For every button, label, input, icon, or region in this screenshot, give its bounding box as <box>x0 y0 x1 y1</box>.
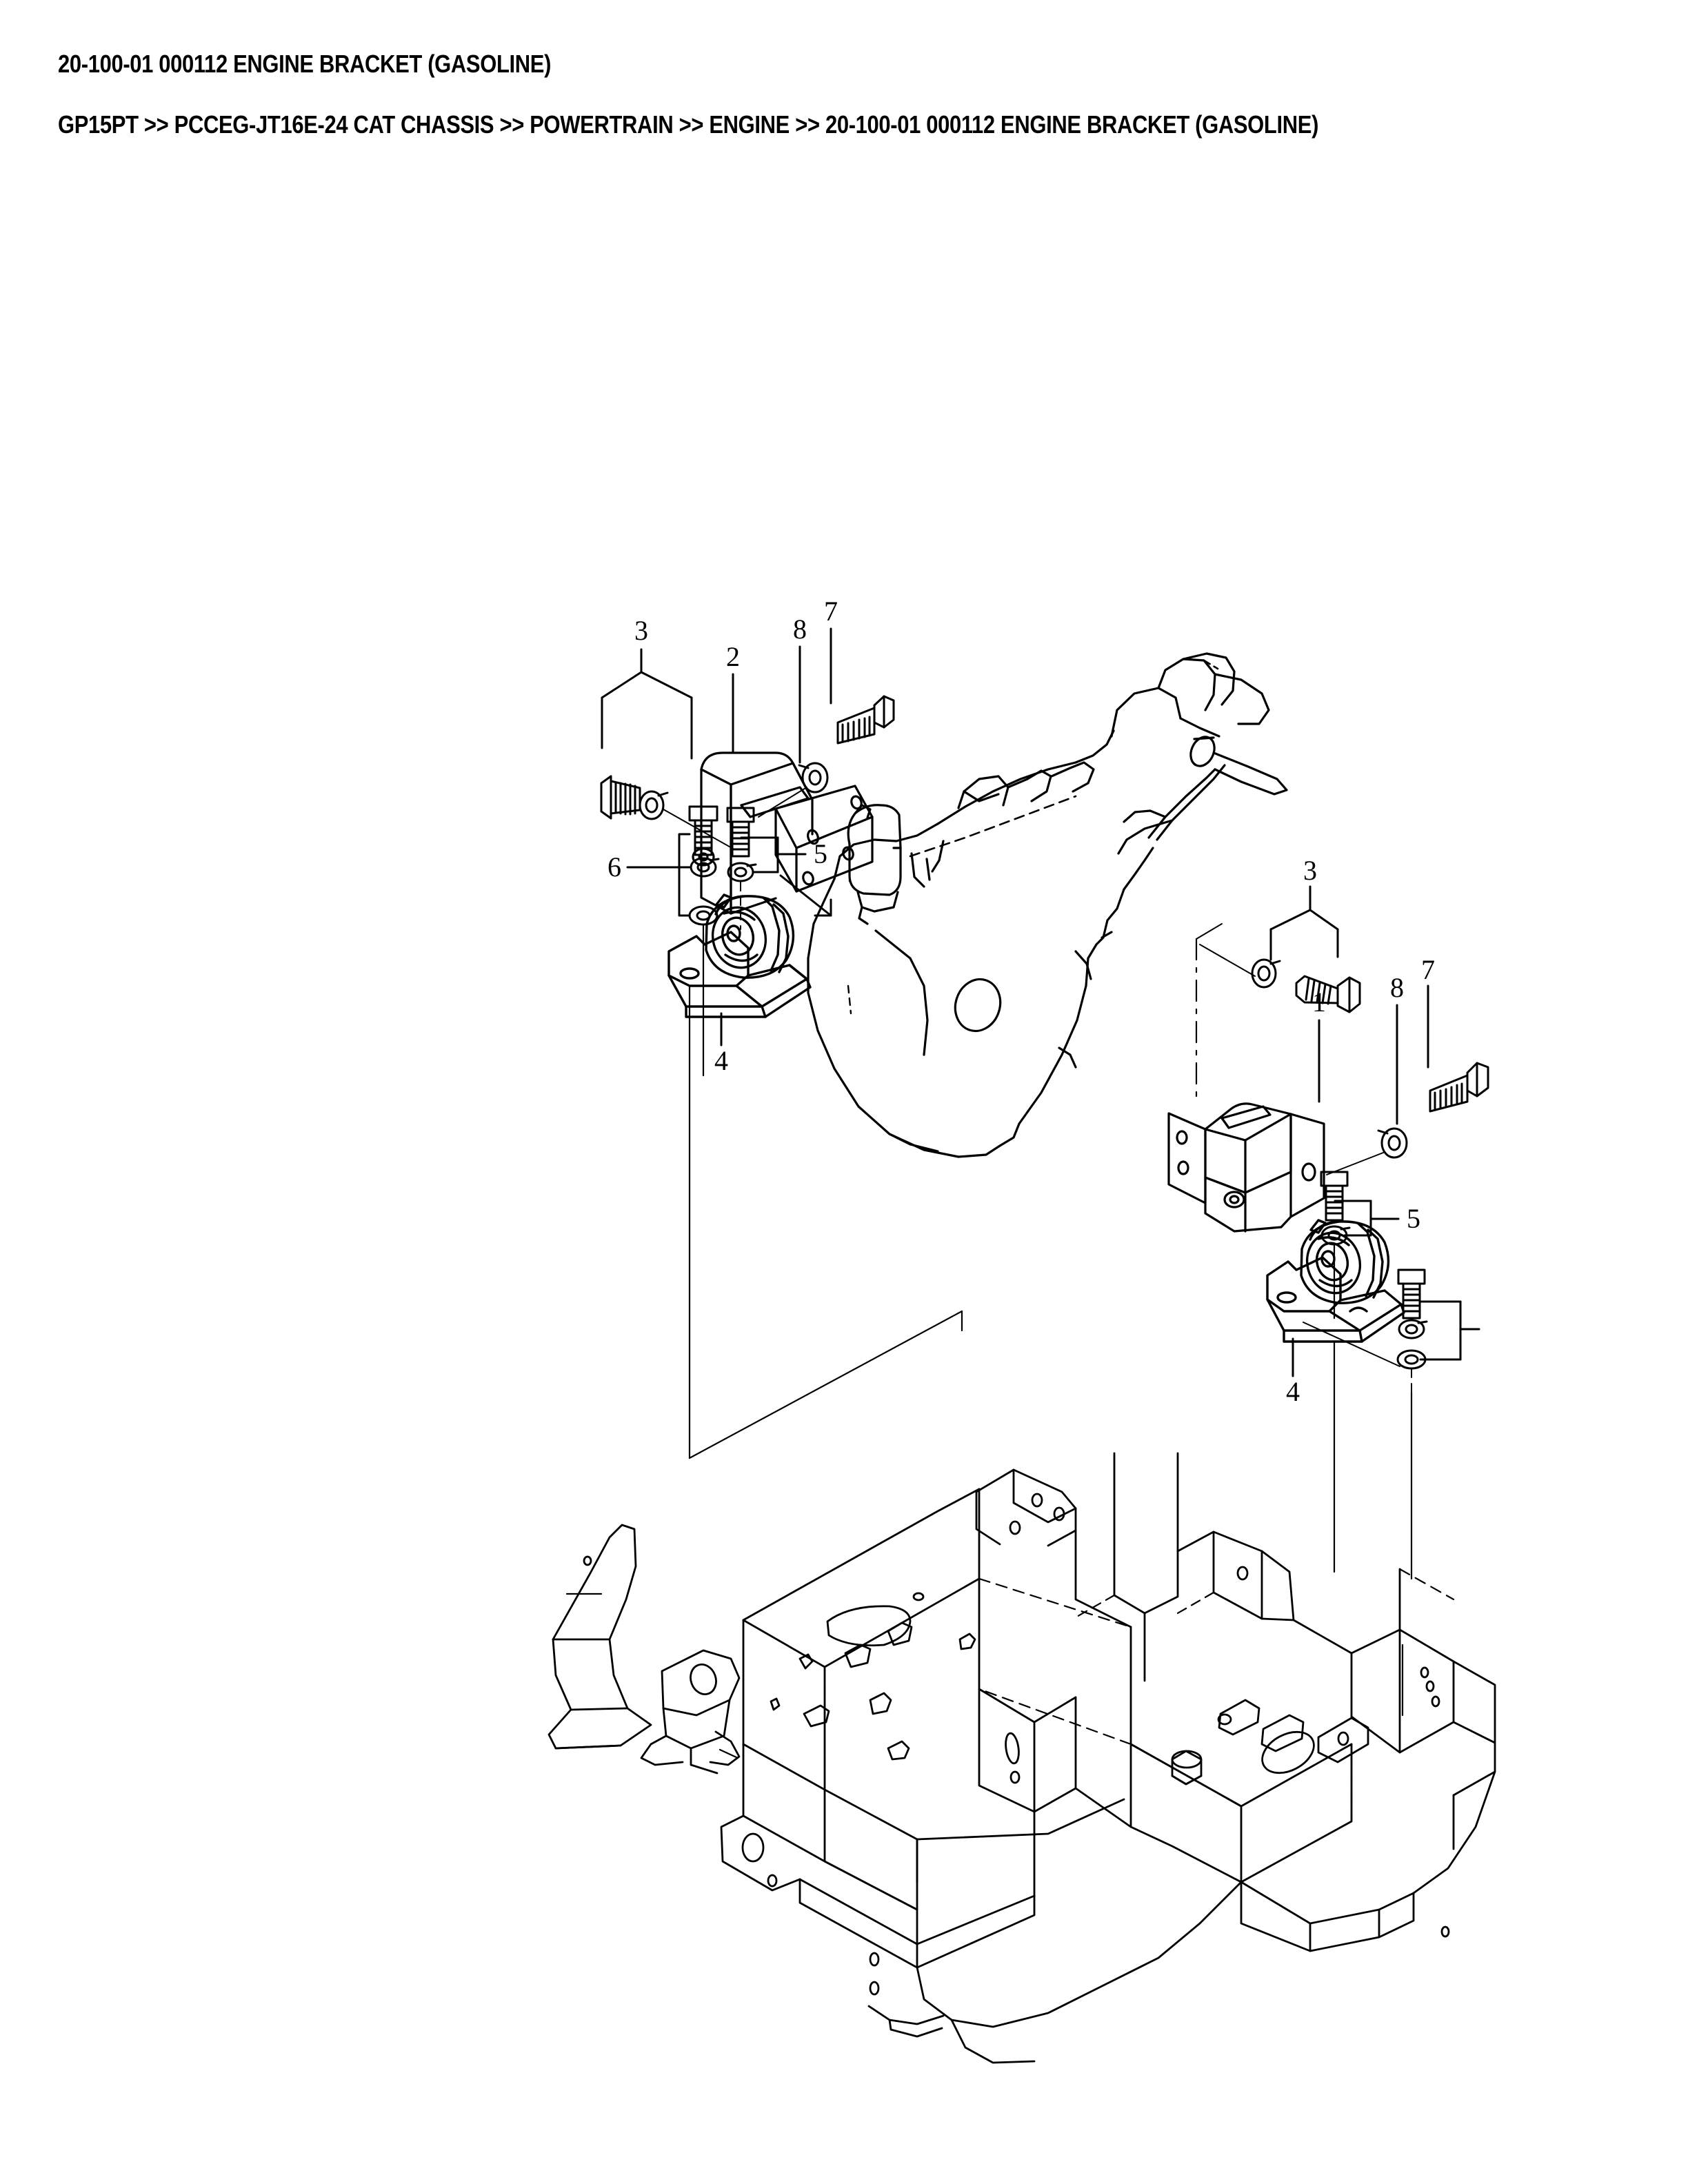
callout-number: 4 <box>1286 1376 1300 1407</box>
callout-number: 5 <box>1407 1203 1420 1234</box>
callout-number: 4 <box>714 1045 728 1076</box>
spring-washer-5-left <box>727 862 757 882</box>
chassis-frame <box>547 1452 1496 2064</box>
hex-bolt-3-left <box>600 775 641 820</box>
spring-washer-8-left <box>798 762 829 793</box>
bolt-6-right <box>1397 1268 1426 1320</box>
breadcrumb: GP15PT >> PCCEG-JT16E-24 CAT CHASSIS >> … <box>58 110 1319 139</box>
spring-washer-3-left <box>639 790 669 820</box>
callout-number: 3 <box>1303 855 1317 886</box>
callout-number: 7 <box>1421 954 1435 985</box>
spring-washer-6-right <box>1398 1319 1428 1339</box>
page-title: 20-100-01 000112 ENGINE BRACKET (GASOLIN… <box>58 50 552 78</box>
engine-mount-right <box>1266 1219 1405 1343</box>
callout-number: 2 <box>726 641 740 672</box>
hex-bolt-7-left <box>836 695 895 745</box>
callout-number: 3 <box>634 615 648 646</box>
engine-transmission-assembly <box>807 652 1288 1158</box>
callout-number: 8 <box>793 614 807 645</box>
engine-bracket-part-2 <box>692 751 874 915</box>
bolt-5-left <box>726 807 755 858</box>
flat-washer-6-left <box>688 905 719 926</box>
spring-washer-8-right <box>1377 1127 1408 1159</box>
callout-3-left-leader <box>601 648 693 760</box>
callout-6-right-group <box>1419 1300 1480 1361</box>
engine-mount-left <box>667 893 812 1018</box>
hex-bolt-7-right <box>1429 1062 1489 1113</box>
bolt-6-left <box>688 805 719 856</box>
parts-diagram: 1 2 3 3 4 4 5 5 6 7 7 8 8 <box>0 159 1688 2184</box>
callout-3-right-leader <box>1269 885 1339 961</box>
engine-bracket-part-1 <box>1167 1102 1325 1233</box>
callout-number: 1 <box>1312 987 1326 1018</box>
callout-number: 8 <box>1390 972 1404 1003</box>
spring-washer-6-left <box>690 857 720 878</box>
callout-number: 5 <box>814 838 827 869</box>
callout-number: 6 <box>607 851 621 882</box>
spring-washer-3-right <box>1251 958 1281 989</box>
callout-6-left-group <box>626 833 691 917</box>
hex-bolt-3-right <box>1295 975 1361 1013</box>
bolt-5-right <box>1320 1171 1349 1222</box>
callout-5-right-group <box>1334 1200 1400 1237</box>
callout-number: 7 <box>824 596 838 627</box>
